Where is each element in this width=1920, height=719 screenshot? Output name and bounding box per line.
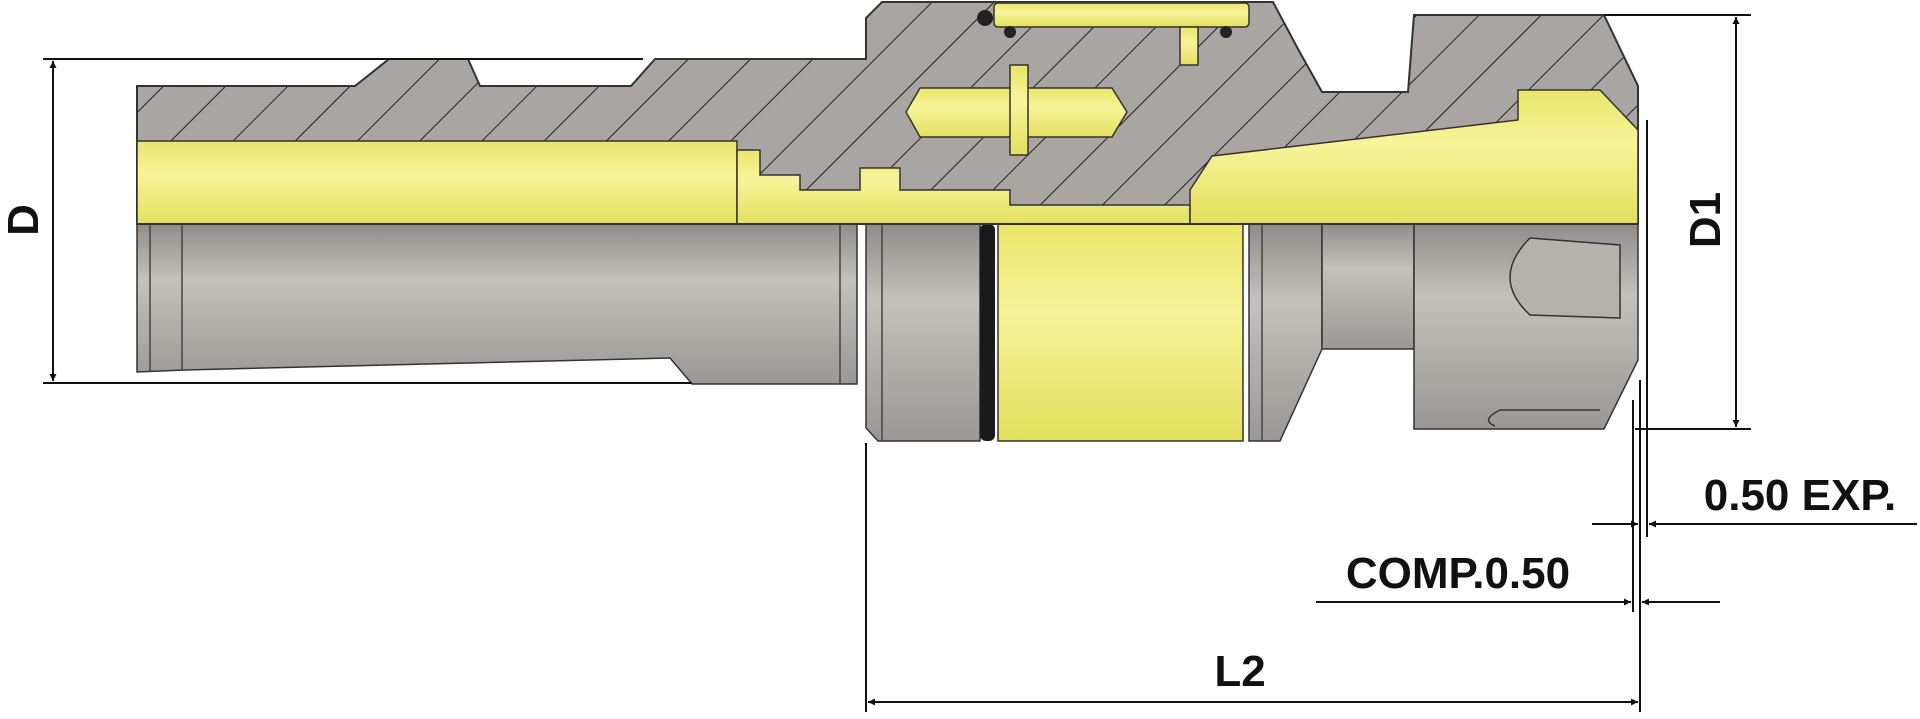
neck — [1321, 223, 1415, 350]
nut-slot — [1509, 237, 1621, 319]
seal-ball — [1220, 26, 1232, 38]
pin-stem — [1009, 64, 1029, 156]
top-key-stem — [1179, 26, 1199, 66]
l2-label: L2 — [1214, 647, 1265, 696]
bore-insert — [136, 140, 738, 225]
seal-ball — [1004, 26, 1016, 38]
nut-slot-lower — [1487, 409, 1600, 427]
float-sleeve — [997, 223, 1244, 442]
d-label: D — [0, 204, 48, 236]
exp-label: 0.50 EXP. — [1704, 471, 1896, 520]
o-ring — [980, 224, 995, 441]
shank — [136, 223, 858, 385]
d1-label: D1 — [1681, 192, 1730, 248]
cone-flange — [1248, 223, 1323, 442]
collar-ring — [865, 223, 981, 442]
collet-cone-section — [1189, 89, 1639, 225]
top-key — [993, 2, 1250, 28]
seal-ball — [977, 10, 993, 26]
comp-label: COMP.0.50 — [1346, 549, 1570, 598]
